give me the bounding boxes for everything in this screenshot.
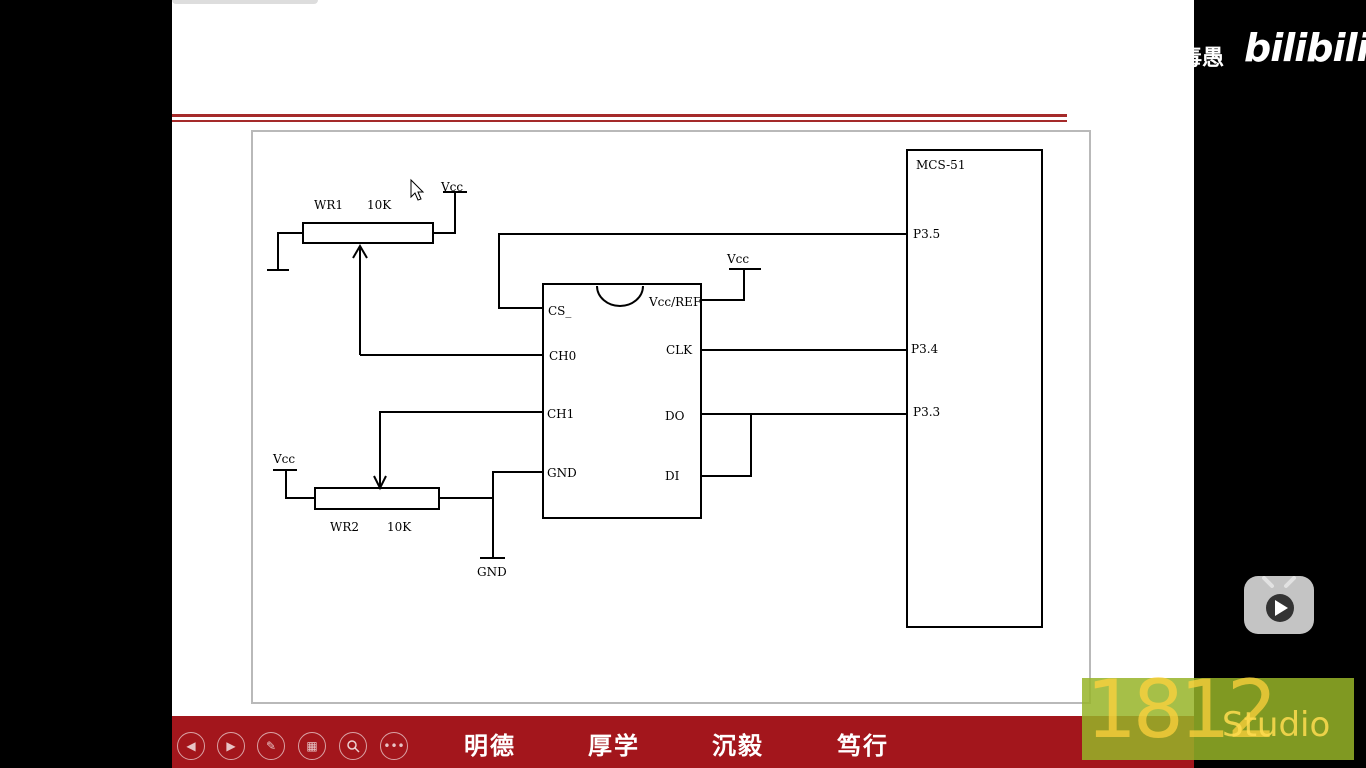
top-tab-remnant xyxy=(172,0,318,4)
pin-p34: P3.4 xyxy=(911,342,939,356)
pen-icon: ✎ xyxy=(265,739,277,753)
wr1-vcc-label: Vcc xyxy=(440,180,463,194)
play-button[interactable] xyxy=(1244,576,1314,634)
uploader-watermark: 毒愚 xyxy=(1180,46,1225,71)
adc-clk-label: CLK xyxy=(666,343,693,357)
adc-cs-label: CS_ xyxy=(548,304,571,318)
adc-gnd-label: GND xyxy=(547,466,577,480)
mcu-box xyxy=(906,149,1043,628)
di-tie-wire xyxy=(701,414,752,477)
adc-di-label: DI xyxy=(665,469,680,483)
pen-button[interactable]: ✎ xyxy=(257,732,285,760)
adc-chip xyxy=(542,283,702,519)
next-slide-button[interactable]: ▶ xyxy=(217,732,245,760)
ellipsis-icon: ••• xyxy=(383,739,405,753)
zoom-button[interactable] xyxy=(339,732,367,760)
mouse-cursor-icon xyxy=(410,178,425,201)
motto-4: 笃行 xyxy=(837,731,889,760)
adc-ch0-label: CH0 xyxy=(549,349,576,363)
studio-word: Studio xyxy=(1222,705,1331,745)
pin-p33: P3.3 xyxy=(913,405,940,419)
wr2-resistor xyxy=(314,487,440,510)
wr2-value: 10K xyxy=(387,520,412,534)
adc-vcc-label: Vcc xyxy=(726,252,749,266)
play-icon xyxy=(1262,576,1296,622)
motto-3: 沉毅 xyxy=(712,731,764,760)
adc-do-label: DO xyxy=(665,409,685,423)
diagram-frame xyxy=(251,130,1091,704)
triangle-right-icon: ▶ xyxy=(226,739,236,753)
header-rule-bottom xyxy=(172,120,1067,122)
circuit-schematic: MCS-51 P3.5 P3.4 P3.3 CS_ CH0 CH1 GND Vc… xyxy=(267,149,1043,628)
motto-2: 厚学 xyxy=(588,731,640,760)
motto-1: 明德 xyxy=(464,731,516,760)
wr2-name: WR2 xyxy=(330,520,359,534)
adc-vref-label: Vcc/REF xyxy=(648,295,701,309)
wr1-resistor xyxy=(302,222,434,244)
studio-watermark xyxy=(1082,678,1354,760)
mcu-label: MCS-51 xyxy=(916,158,965,172)
ch1-wire xyxy=(379,411,543,488)
studio-number: 1812 xyxy=(1086,663,1278,756)
triangle-left-icon: ◀ xyxy=(186,739,196,753)
more-button[interactable]: ••• xyxy=(380,732,408,760)
chip-notch xyxy=(596,285,644,307)
pin-p35: P3.5 xyxy=(913,227,940,241)
slides-grid-icon: ▦ xyxy=(306,739,318,753)
wr1-name: WR1 xyxy=(314,198,343,212)
prev-slide-button[interactable]: ◀ xyxy=(177,732,205,760)
slides-button[interactable]: ▦ xyxy=(298,732,326,760)
cs-p35-wire xyxy=(498,233,907,309)
bilibili-logo: bilibili xyxy=(1244,26,1366,70)
wr1-value: 10K xyxy=(367,198,392,212)
gnd-wire xyxy=(492,471,543,558)
header-rule-top xyxy=(172,114,1067,117)
wr2-vcc-label: Vcc xyxy=(272,452,295,466)
gnd-label: GND xyxy=(477,565,507,579)
adc-ch1-label: CH1 xyxy=(547,407,574,421)
magnifier-icon xyxy=(347,740,360,753)
